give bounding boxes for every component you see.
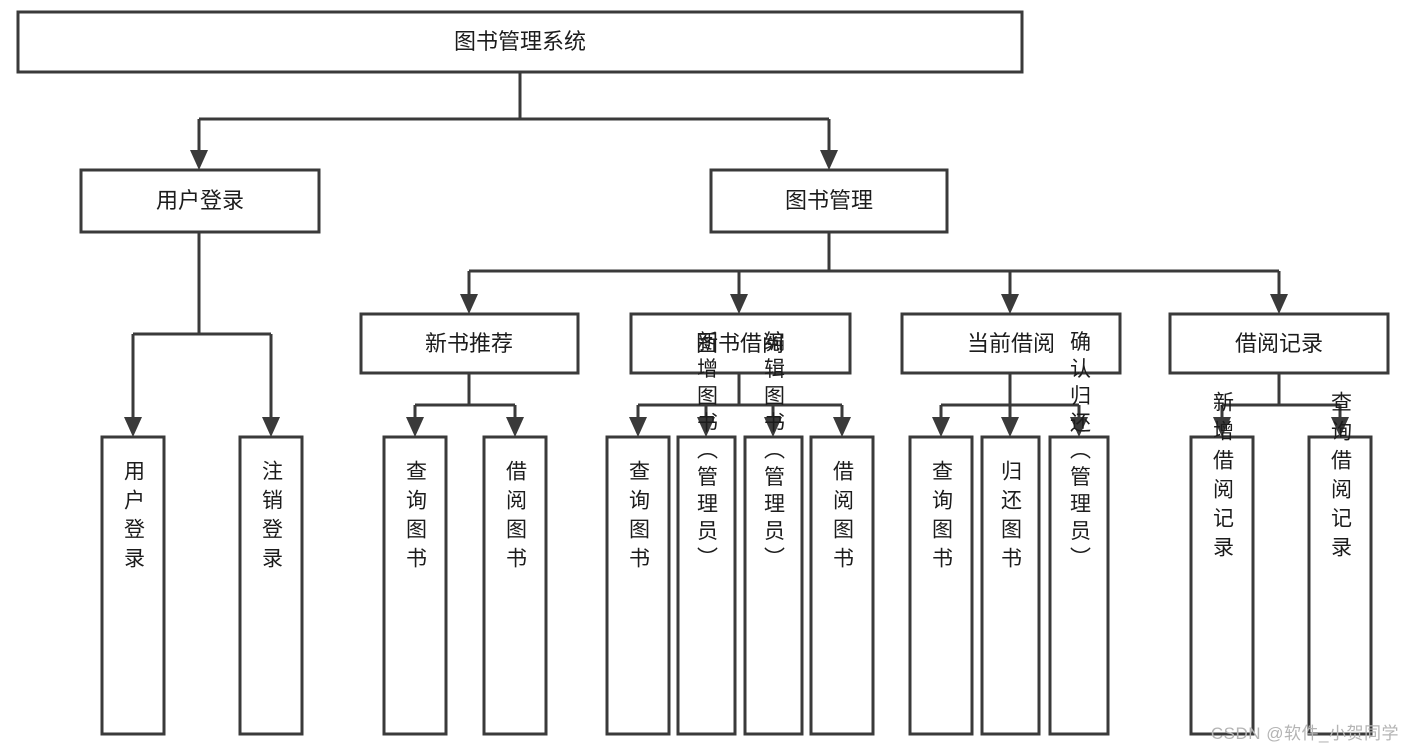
node-book-borrow[interactable]: 图书借阅 xyxy=(629,312,852,375)
node-borrow-record[interactable]: 借阅记录 xyxy=(1168,312,1390,375)
node-root[interactable]: 图书管理系统 xyxy=(16,10,1024,74)
node-leaf-borrow-book-2[interactable]: 借阅图书 xyxy=(809,435,875,736)
node-leaf-add-book[interactable]: 新增图书（管理员） xyxy=(676,331,737,736)
node-book-manage[interactable]: 图书管理 xyxy=(709,168,949,234)
node-book-manage-label: 图书管理 xyxy=(785,188,873,213)
node-leaf-query-borrow-record[interactable]: 查询借阅记录 xyxy=(1307,391,1373,736)
node-leaf-query-book-1-label: 查询图书 xyxy=(404,460,428,576)
node-leaf-query-book-2-label: 查询图书 xyxy=(627,460,651,576)
node-borrow-record-label: 借阅记录 xyxy=(1235,331,1323,356)
node-leaf-user-login[interactable]: 用户登录 xyxy=(100,435,166,736)
arrow-leaf-user-login xyxy=(124,417,142,437)
node-leaf-query-book-3[interactable]: 查询图书 xyxy=(908,435,974,736)
node-leaf-borrow-book-1-label: 借阅图书 xyxy=(504,460,528,576)
node-leaf-query-book-1[interactable]: 查询图书 xyxy=(382,435,448,736)
node-leaf-logout-login[interactable]: 注销登录 xyxy=(238,435,304,736)
node-leaf-edit-book-label: 编辑图书（管理员） xyxy=(762,331,786,574)
arrow-leaf-edit-book xyxy=(764,417,782,437)
node-leaf-user-login-label: 用户登录 xyxy=(122,460,146,576)
node-new-book-recommend[interactable]: 新书推荐 xyxy=(359,312,580,375)
node-leaf-borrow-book-2-label: 借阅图书 xyxy=(831,460,855,576)
node-current-borrow-label: 当前借阅 xyxy=(967,331,1055,356)
node-leaf-confirm-return-label: 确认归还（管理员） xyxy=(1068,331,1092,574)
arrow-leaf-borrow-book-2 xyxy=(833,417,851,437)
node-book-borrow-label: 图书借阅 xyxy=(696,331,784,356)
arrow-to-book-borrow xyxy=(730,294,748,314)
node-leaf-edit-book[interactable]: 编辑图书（管理员） xyxy=(743,331,804,736)
arrow-to-current-borrow xyxy=(1001,294,1019,314)
arrow-to-borrow-record xyxy=(1270,294,1288,314)
arrow-leaf-logout-login xyxy=(262,417,280,437)
node-user-login[interactable]: 用户登录 xyxy=(79,168,321,234)
arrow-to-new-book-recommend xyxy=(460,294,478,314)
node-leaf-add-borrow-record-label: 新增借阅记录 xyxy=(1211,391,1235,565)
node-leaf-return-book[interactable]: 归还图书 xyxy=(980,435,1041,736)
node-leaf-return-book-label: 归还图书 xyxy=(999,460,1023,576)
node-leaf-query-borrow-record-label: 查询借阅记录 xyxy=(1329,391,1353,565)
edge-layer xyxy=(124,72,1349,437)
arrow-leaf-query-book-3 xyxy=(932,417,950,437)
node-leaf-borrow-book-1[interactable]: 借阅图书 xyxy=(482,435,548,736)
node-new-book-recommend-label: 新书推荐 xyxy=(425,331,513,356)
node-leaf-query-book-3-label: 查询图书 xyxy=(930,460,954,576)
arrow-leaf-borrow-book-1 xyxy=(506,417,524,437)
node-leaf-logout-login-label: 注销登录 xyxy=(260,460,284,576)
arrow-leaf-query-borrow-record xyxy=(1331,417,1349,437)
node-root-label: 图书管理系统 xyxy=(454,29,586,54)
node-current-borrow[interactable]: 当前借阅 xyxy=(900,312,1122,375)
arrow-leaf-query-book-2 xyxy=(629,417,647,437)
arrow-root-to-user-login xyxy=(190,150,208,170)
arrow-leaf-add-borrow-record xyxy=(1213,417,1231,437)
node-leaf-query-book-2[interactable]: 查询图书 xyxy=(605,435,671,736)
node-leaf-confirm-return[interactable]: 确认归还（管理员） xyxy=(1048,331,1110,736)
arrow-leaf-query-book-1 xyxy=(406,417,424,437)
arrow-leaf-return-book xyxy=(1001,417,1019,437)
arrow-leaf-confirm-return xyxy=(1070,417,1088,437)
node-user-login-label: 用户登录 xyxy=(156,188,244,213)
arrow-root-to-book-manage xyxy=(820,150,838,170)
arrow-leaf-add-book xyxy=(697,417,715,437)
node-leaf-add-borrow-record[interactable]: 新增借阅记录 xyxy=(1189,391,1255,736)
node-leaf-add-book-label: 新增图书（管理员） xyxy=(695,331,719,574)
